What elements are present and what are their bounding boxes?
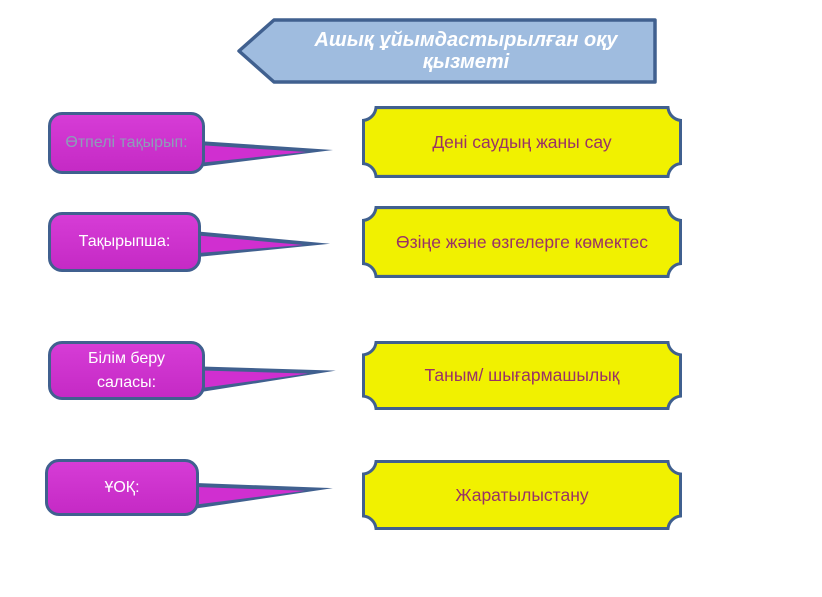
plaque-shape [362,106,682,178]
value-text: Таным/ шығармашылық [424,365,620,385]
label-callout: Білім беру саласы: [48,341,205,400]
label-text: ҰОҚ: [104,478,140,496]
plaque-shape [362,341,682,410]
value-plaque: Жаратылыстану [362,460,682,530]
callout-tail-icon [198,141,333,167]
value-plaque: Дені саудың жаны сау [362,106,682,178]
callout-tail-icon [197,366,336,393]
page-title: Ашық ұйымдастырылған оқу қызметі [314,29,618,73]
label-text: Тақырыпша: [78,233,171,251]
value-text: Жаратылыстану [455,484,589,505]
label-callout: Өтпелі тақырып: [48,112,205,174]
label-text: Өтпелі тақырып: [65,134,188,152]
callout-tail-icon [192,482,333,509]
callout-tail-icon [194,231,331,258]
value-plaque: Таным/ шығармашылық [362,341,682,410]
value-plaque: Өзіңе және өзгелерге көмектес [362,206,682,278]
plaque-shape [362,206,682,278]
label-text: Білім беру саласы: [88,350,165,391]
value-text: Дені саудың жаны сау [432,131,612,152]
plaque-shape [362,460,682,530]
value-text: Өзіңе және өзгелерге көмектес [396,231,648,252]
label-callout: ҰОҚ: [45,459,199,516]
title-banner-shape [237,18,657,84]
label-callout: Тақырыпша: [48,212,201,272]
